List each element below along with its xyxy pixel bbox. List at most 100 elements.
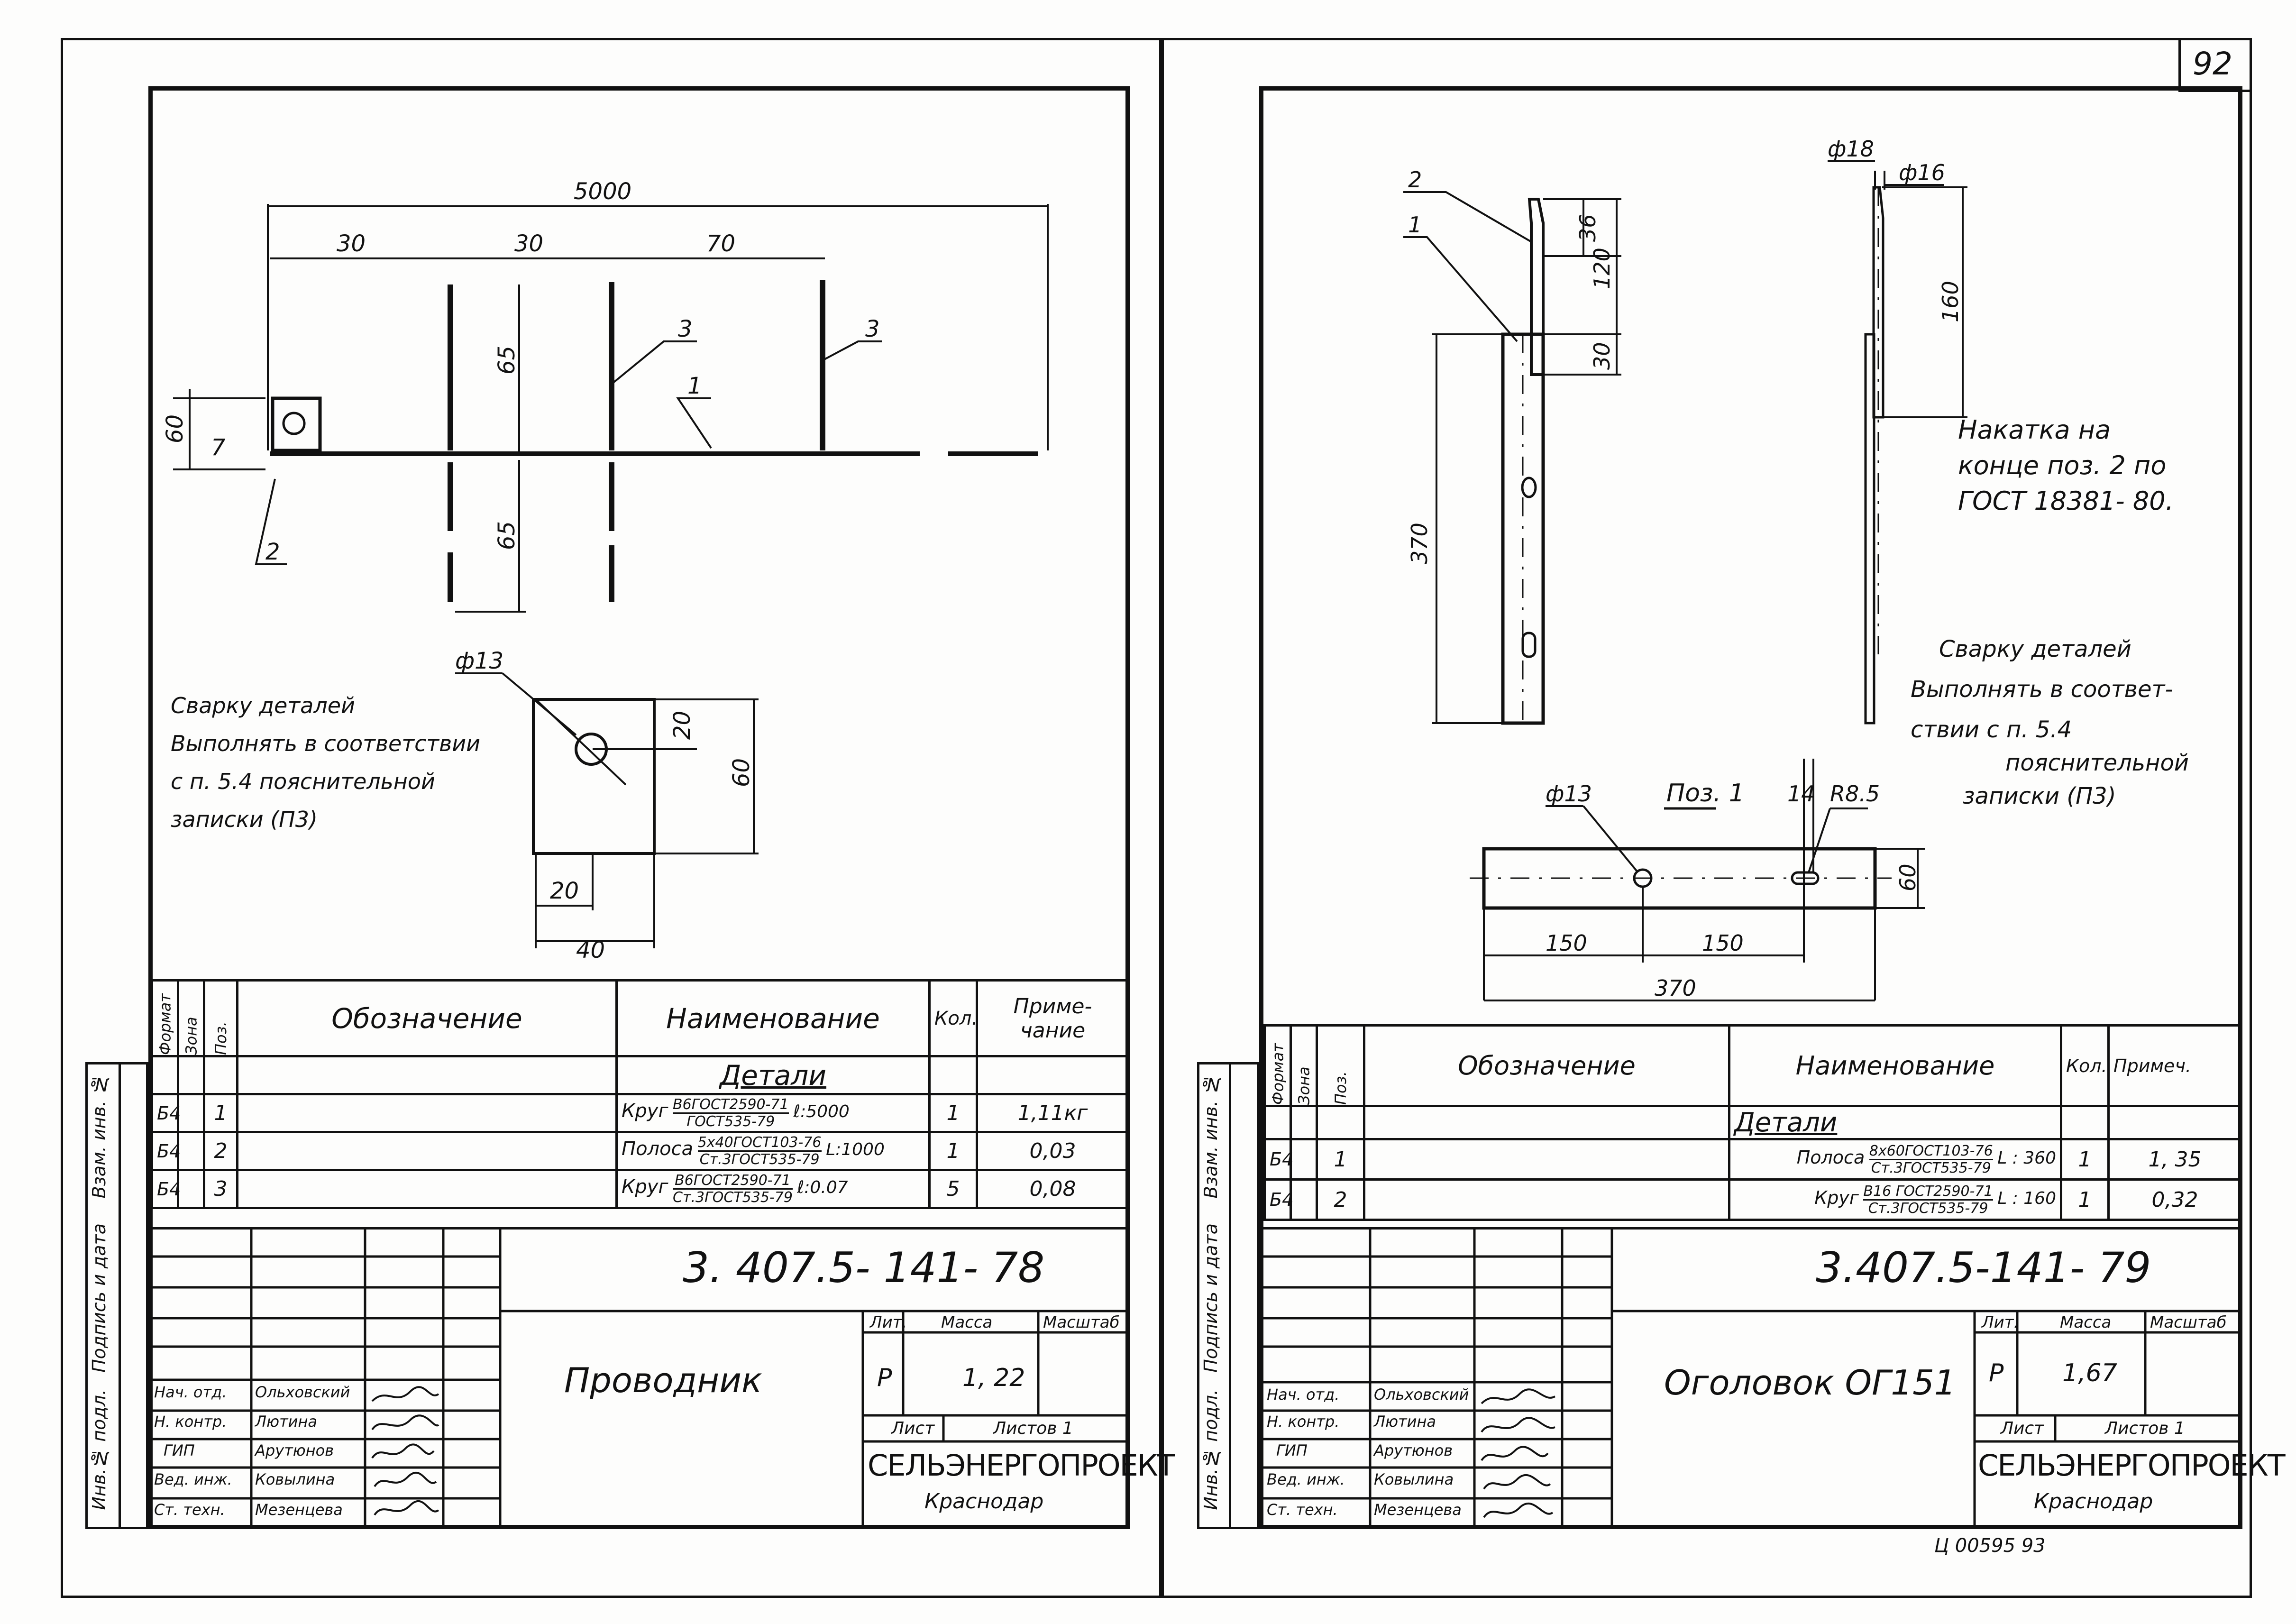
callout-1: 1 <box>687 373 702 399</box>
spec-head-name: Наименование <box>615 979 931 1057</box>
left-title-block-grid <box>151 1227 1127 1527</box>
dim-r370: 370 <box>1407 523 1432 564</box>
right-signatures <box>1481 1388 1556 1518</box>
callout-2: 2 <box>265 539 280 565</box>
poz1-370: 370 <box>1655 975 1696 1001</box>
left-person-name-3: Арутюнов <box>255 1441 334 1459</box>
dim-r30: 30 <box>1589 342 1615 370</box>
left-lit-value: Р <box>877 1364 892 1392</box>
right-mass-value: 1,67 <box>2062 1359 2117 1387</box>
poz1-d13: ф13 <box>1546 781 1592 807</box>
r-row1-qty: 1 <box>2060 1138 2110 1181</box>
right-side-stamp <box>1197 1062 1259 1529</box>
spec-section-title: Детали <box>615 1055 931 1095</box>
r-spec-head-note: Примеч. <box>2107 1024 2242 1107</box>
dim-65-lower: 65 <box>494 521 520 550</box>
left-sheet-border <box>61 38 1162 1598</box>
right-title-block-grid <box>1263 1227 2240 1527</box>
dim-60: 60 <box>162 414 188 443</box>
right-person-name-3: Арутюнов <box>1374 1441 1453 1459</box>
r-row1-pos: 1 <box>1316 1138 1365 1181</box>
r-spec-head-designation: Обозначение <box>1363 1024 1730 1107</box>
right-spec-table: Формат Зона Поз. Обозначение Наименовани… <box>1263 1024 2242 1221</box>
left-person-name-1: Ольховский <box>255 1383 350 1401</box>
left-scale-label: Масштаб <box>1043 1313 1120 1332</box>
left-drawing: 5000 30 30 70 65 65 60 7 3 3 1 2 ф13 20 … <box>162 178 1049 963</box>
strip-edge-view <box>1864 333 1875 725</box>
row2-pos: 2 <box>203 1131 238 1171</box>
left-person-role-1: Нач. отд. <box>154 1383 227 1401</box>
right-person-name-5: Мезенцева <box>1374 1501 1462 1519</box>
knurl-note-2: конце поз. 2 по <box>1958 450 2167 480</box>
left-person-role-3: ГИП <box>164 1441 195 1459</box>
right-city: Краснодар <box>2034 1489 2153 1514</box>
row3-qty: 5 <box>928 1169 978 1209</box>
r-spec-head-qty: Кол. <box>2060 1024 2110 1107</box>
dim-total: 5000 <box>574 178 631 205</box>
dim-r36: 36 <box>1575 214 1601 242</box>
spec-head-designation: Обозначение <box>236 979 618 1057</box>
left-signatures <box>371 1386 439 1516</box>
dim-plate-d13: ф13 <box>455 648 503 674</box>
row2-qty: 1 <box>928 1131 978 1171</box>
knurl-note-3: ГОСТ 18381- 80. <box>1958 486 2174 516</box>
r-spec-section-title: Детали <box>1728 1105 2062 1140</box>
left-spec-table: Формат Зона Поз. Обозначение Наименовани… <box>151 979 1130 1209</box>
row1-note: 1,11кг <box>976 1093 1130 1133</box>
sheet-number: 92 <box>2193 46 2232 82</box>
right-sheet-border <box>1162 38 2252 1598</box>
right-person-role-5: Ст. техн. <box>1267 1501 1338 1519</box>
row1-pos: 1 <box>203 1093 238 1133</box>
left-mass-value: 1, 22 <box>962 1364 1025 1392</box>
right-lit-value: Р <box>1989 1359 2004 1387</box>
callout-r2: 2 <box>1408 167 1422 193</box>
left-weld-note-3: с п. 5.4 пояснительной <box>171 769 435 794</box>
row3-format: Б4 <box>151 1169 181 1209</box>
right-sheet-label: Лист <box>2001 1419 2044 1438</box>
right-person-name-2: Лютина <box>1374 1413 1436 1431</box>
callout-3b: 3 <box>865 316 880 342</box>
dim-70: 70 <box>706 230 735 257</box>
poz1-150b: 150 <box>1702 930 1744 956</box>
left-doc-code: 3. 407.5- 141- 78 <box>683 1243 1045 1292</box>
dim-plate-60v: 60 <box>728 758 755 787</box>
right-mass-label: Масса <box>2060 1313 2112 1332</box>
dim-r160: 160 <box>1938 281 1963 322</box>
left-weld-note-1: Сварку деталей <box>171 693 355 718</box>
dim-30a: 30 <box>337 230 366 257</box>
dim-plate-20h: 20 <box>550 878 579 904</box>
r-row2-qty: 1 <box>2060 1178 2110 1221</box>
r-row2-format: Б4 <box>1263 1178 1293 1221</box>
right-person-role-3: ГИП <box>1276 1441 1308 1459</box>
row2-note: 0,03 <box>976 1131 1130 1171</box>
dim-30b: 30 <box>514 230 543 257</box>
left-person-name-5: Мезенцева <box>255 1501 343 1519</box>
right-frame <box>1259 86 2242 1529</box>
detail-plate <box>532 698 656 855</box>
right-weld-note-1: Сварку деталей <box>1939 636 2131 662</box>
left-side-stamp-divider <box>119 1062 121 1529</box>
dim-plate-20v: 20 <box>669 711 695 740</box>
left-weld-note-4: записки (П3) <box>171 807 318 832</box>
dim-plate-40h: 40 <box>576 937 605 963</box>
row1-qty: 1 <box>928 1093 978 1133</box>
dim-65-upper: 65 <box>494 346 520 375</box>
poz1-14: 14 <box>1787 781 1815 807</box>
knurl-note-1: Накатка на <box>1958 415 2111 445</box>
right-sheets-label: Листов 1 <box>2105 1419 2185 1438</box>
left-person-role-2: Н. контр. <box>154 1413 227 1431</box>
r-row2-note: 0,32 <box>2107 1178 2242 1221</box>
right-person-name-4: Ковылина <box>1374 1470 1454 1488</box>
r-row1-note: 1, 35 <box>2107 1138 2242 1181</box>
poz1-title: Поз. 1 <box>1666 779 1745 807</box>
dim-r-d18: ф18 <box>1828 136 1874 162</box>
sheet-number-box <box>2178 40 2250 92</box>
callout-3a: 3 <box>678 316 693 342</box>
right-person-role-2: Н. контр. <box>1267 1413 1340 1431</box>
